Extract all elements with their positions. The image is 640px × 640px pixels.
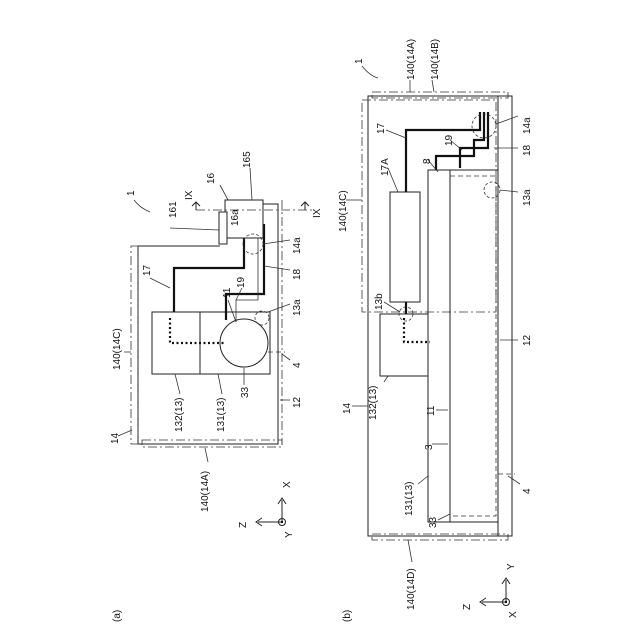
panel-b-caption: (b) — [342, 610, 353, 622]
label-132-a: 132(13) — [174, 398, 185, 432]
label-17-b: 17 — [376, 122, 387, 134]
leader-132-b — [384, 376, 388, 382]
label-IX-left: IX — [184, 190, 195, 200]
section-arrow-IX-left — [192, 202, 200, 210]
leader-131-b — [418, 476, 428, 484]
label-33-a: 33 — [240, 386, 251, 398]
label-8-b: 8 — [422, 158, 433, 164]
label-13b-b: 13b — [374, 293, 385, 310]
leader-140-14D-b — [408, 540, 412, 562]
label-165-a: 165 — [242, 151, 253, 168]
leader-140-14A — [205, 448, 208, 462]
leader-16 — [220, 185, 228, 200]
leader-13a-b — [500, 190, 518, 192]
label-14-b: 14 — [342, 402, 353, 414]
part-16a — [219, 212, 227, 244]
label-140-14C-b: 140(14C) — [338, 190, 349, 232]
section-arrow-IX-right — [301, 202, 309, 210]
label-11-b: 11 — [426, 405, 437, 416]
leader-132 — [175, 374, 180, 394]
leader-165 — [250, 168, 252, 200]
axis-triad-b: Y Z X — [462, 563, 519, 618]
label-140-14A-a: 140(14A) — [200, 471, 211, 512]
leader-33-b — [438, 514, 450, 520]
label-16-a: 16 — [206, 172, 217, 184]
wire-17-b — [406, 112, 480, 192]
label-IX-right: IX — [312, 208, 323, 218]
leader-13b-b — [384, 302, 400, 312]
leader-4-b — [508, 476, 520, 484]
leader-131 — [218, 374, 222, 394]
label-13a-a: 13a — [292, 299, 303, 316]
leader-18 — [264, 266, 290, 270]
label-4-a: 4 — [292, 362, 303, 368]
axis-x-b: X — [508, 611, 519, 618]
label-140-14A-b: 140(14A) — [406, 39, 417, 80]
label-1-b: 1 — [354, 58, 365, 64]
leader-1-a — [134, 200, 150, 212]
leader-14a-b — [496, 116, 518, 124]
leader-17 — [150, 278, 170, 288]
label-140-14D-b: 140(14D) — [406, 568, 417, 610]
label-16a-a: 16a — [230, 209, 241, 226]
flange-140-14C — [131, 246, 138, 444]
component-8-b — [428, 170, 498, 522]
leader-4 — [282, 354, 290, 360]
axis-y-a: Y — [284, 531, 295, 538]
component-3-b — [450, 176, 496, 516]
axis-z-b: Z — [462, 604, 473, 610]
panel-a: (a) — [110, 151, 323, 622]
label-132-b: 132(13) — [368, 386, 379, 420]
panel-b: (b) — [338, 39, 533, 622]
label-13a-b: 13a — [522, 189, 533, 206]
axis-triad-a: X Z Y — [238, 481, 295, 538]
flange-140-14A-b — [372, 92, 508, 98]
leader-14a — [263, 240, 290, 244]
leader-17-b — [386, 130, 406, 138]
leader-1-b — [362, 66, 378, 78]
label-140-14B-b: 140(14B) — [430, 39, 441, 80]
leader-161 — [170, 228, 219, 230]
label-11-a: 11 — [222, 287, 233, 298]
label-18-a: 18 — [292, 268, 303, 280]
label-17A-b: 17A — [380, 158, 391, 176]
label-33-b: 33 — [428, 516, 439, 528]
label-19-b: 19 — [444, 134, 455, 146]
leader-140-14B-b — [432, 80, 434, 92]
label-140-14C-a: 140(14C) — [112, 328, 123, 370]
panel-a-caption: (a) — [112, 610, 123, 622]
label-1-a: 1 — [126, 190, 137, 196]
label-12-b: 12 — [522, 334, 533, 346]
axis-x-a: X — [282, 481, 293, 488]
label-18-b: 18 — [522, 144, 533, 156]
label-131-a: 131(13) — [216, 398, 227, 432]
label-14a-a: 14a — [292, 237, 303, 254]
component-132 — [152, 312, 200, 374]
component-11-circle — [220, 319, 268, 367]
axis-z-a: Z — [238, 522, 249, 528]
label-4-b: 4 — [522, 488, 533, 494]
label-131-b: 131(13) — [404, 482, 415, 516]
label-12-a: 12 — [292, 396, 303, 408]
label-161-a: 161 — [168, 201, 179, 218]
label-14-a: 14 — [110, 432, 121, 444]
label-19-a: 19 — [236, 276, 247, 288]
label-14a-b: 14a — [522, 117, 533, 134]
label-17-a: 17 — [142, 264, 153, 276]
axis-y-b: Y — [506, 563, 517, 570]
label-3-b: 3 — [424, 444, 435, 450]
flange-140-14D-b — [372, 534, 508, 540]
leader-13a — [268, 304, 290, 312]
component-17A-b — [390, 192, 420, 302]
